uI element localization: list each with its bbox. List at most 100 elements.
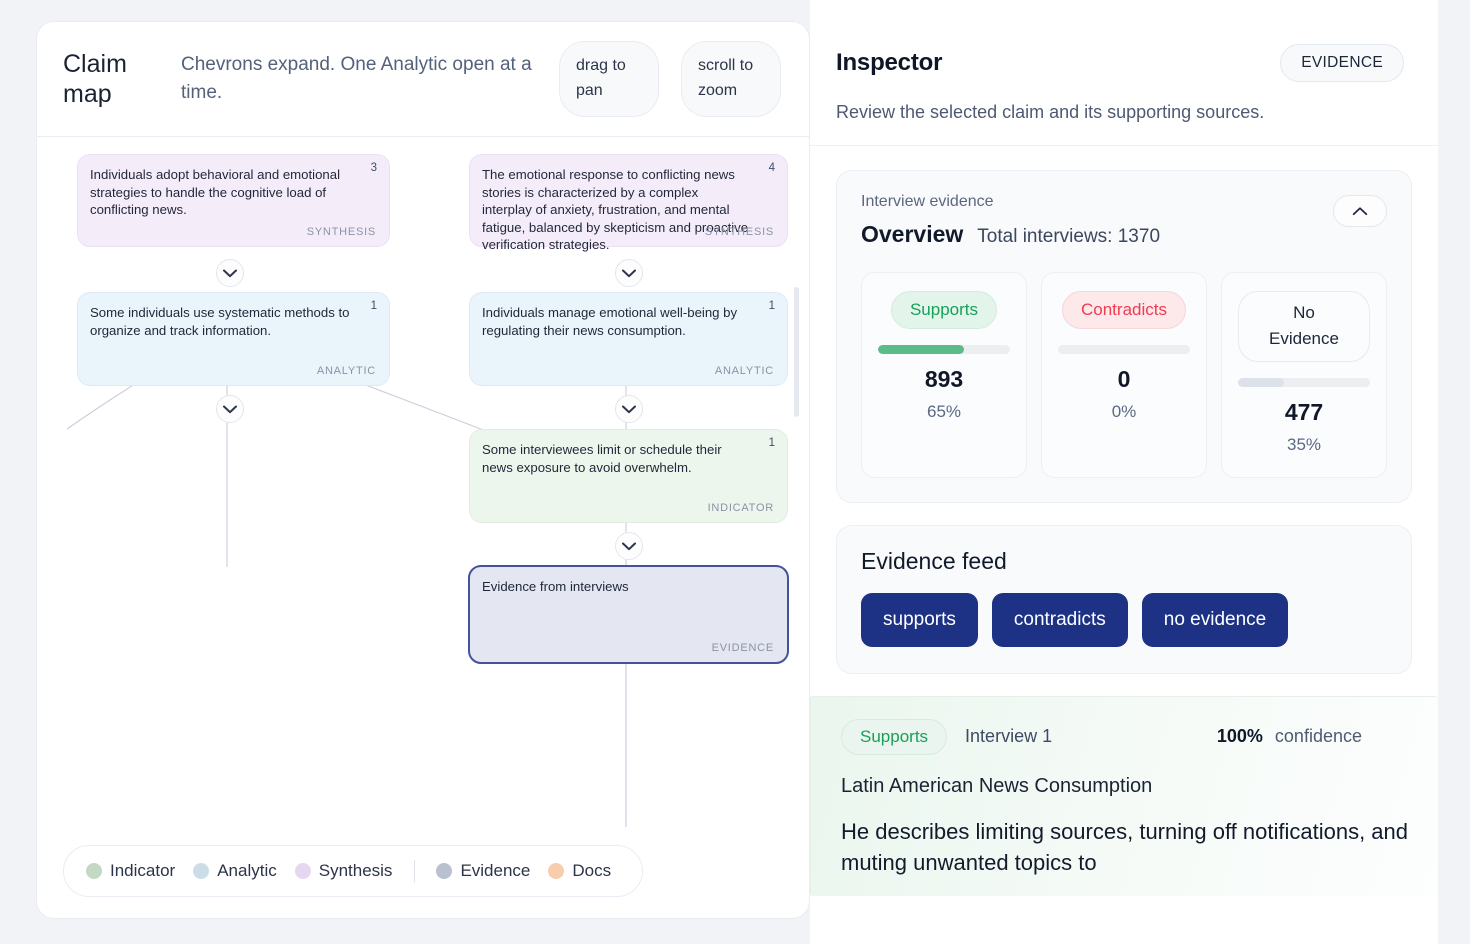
legend-divider (414, 860, 416, 882)
confidence-label: confidence (1274, 726, 1362, 747)
inspector-type-chip[interactable]: EVIDENCE (1280, 44, 1404, 82)
evidence-feed-filters: supports contradicts no evidence (861, 592, 1387, 647)
evidence-swatch-icon (436, 863, 453, 879)
total-interviews-label: Total interviews: 1370 (977, 226, 1161, 247)
synthesis-swatch-icon (294, 863, 311, 879)
map-subtitle: Chevrons expand. One Analytic open at a … (181, 54, 532, 103)
claim-map-header: Claim map Chevrons expand. One Analytic … (37, 22, 809, 137)
claim-node-text: Individuals manage emotional well-being … (482, 305, 738, 338)
overview-eyebrow: Interview evidence (861, 193, 994, 210)
claim-node-count-badge: 1 (370, 300, 377, 312)
chevron-down-icon (223, 269, 237, 277)
legend-item-synthesis: Synthesis (294, 861, 393, 881)
chevron-down-icon (223, 405, 237, 413)
evidence-confidence: 100% confidence (1217, 726, 1414, 747)
claim-node-kind-label: ANALYTIC (714, 365, 774, 377)
map-canvas[interactable]: Individuals adopt behavioral and emotion… (37, 137, 809, 918)
overview-collapse-button[interactable] (1333, 195, 1387, 227)
claim-node-text: Some interviewees limit or schedule thei… (482, 442, 722, 475)
docs-swatch-icon (548, 863, 565, 879)
claim-node-evidence-selected[interactable]: Evidence from interviews EVIDENCE (468, 565, 789, 664)
no-evidence-percent: 35% (1286, 434, 1322, 454)
supports-percent: 65% (926, 402, 962, 421)
chevron-down-icon (622, 269, 636, 277)
map-edges (66, 321, 628, 827)
claim-node-kind-label: SYNTHESIS (306, 226, 376, 238)
claim-node-count-badge: 3 (370, 162, 377, 174)
stat-card-no-evidence: No Evidence 477 35% (1221, 272, 1387, 478)
evidence-feed-item[interactable]: Supports Interview 1 100% confidence Lat… (810, 695, 1438, 897)
map-vertical-scrollbar[interactable] (794, 287, 799, 417)
chevron-down-icon (622, 405, 636, 413)
claim-node-analytic-2[interactable]: Individuals manage emotional well-being … (469, 292, 788, 386)
legend-item-evidence: Evidence (436, 861, 530, 881)
chevron-up-icon (1352, 207, 1368, 216)
filter-contradicts-button[interactable]: contradicts (991, 592, 1128, 647)
status-badge-no-evidence: No Evidence (1238, 291, 1370, 362)
claim-node-synthesis-1[interactable]: Individuals adopt behavioral and emotion… (77, 154, 390, 247)
claim-node-kind-label: EVIDENCE (711, 642, 774, 654)
claim-node-kind-label: INDICATOR (707, 502, 774, 514)
filter-no-evidence-button[interactable]: no evidence (1141, 592, 1289, 647)
legend-label: Evidence (460, 861, 531, 880)
supports-count: 893 (924, 366, 964, 392)
map-legend: Indicator Analytic Synthesis Evidence (63, 845, 644, 897)
legend-label: Synthesis (318, 861, 393, 880)
evidence-feed-heading: Evidence feed (861, 547, 1007, 574)
contradicts-count: 0 (1117, 366, 1131, 392)
claim-node-analytic-1[interactable]: Some individuals use systematic methods … (77, 292, 390, 386)
expand-chevron-5[interactable] (615, 532, 643, 560)
no-evidence-progress-bar (1238, 377, 1370, 387)
stat-card-contradicts: Contradicts 0 0% (1041, 272, 1207, 478)
hint-scroll-to-zoom: scroll to zoom (681, 41, 781, 117)
claim-node-kind-label: SYNTHESIS (704, 226, 774, 238)
legend-label: Docs (572, 861, 612, 880)
inspector-title: Inspector (836, 49, 943, 76)
overview-heading: Overview (861, 221, 964, 247)
supports-progress-bar (878, 345, 1010, 354)
evidence-source-label: Interview 1 (965, 726, 1053, 747)
claim-node-kind-label: ANALYTIC (316, 365, 376, 377)
inspector-header: Inspector EVIDENCE Review the selected c… (810, 0, 1438, 146)
evidence-feed-panel: Evidence feed supports contradicts no ev… (836, 524, 1412, 674)
legend-label: Analytic (217, 861, 277, 880)
claim-node-text: Individuals adopt behavioral and emotion… (90, 167, 341, 218)
legend-item-docs: Docs (548, 861, 611, 881)
confidence-value: 100% (1216, 726, 1263, 747)
claim-node-count-badge: 1 (768, 300, 775, 312)
claim-node-text: Evidence from interviews (482, 579, 629, 594)
claim-node-synthesis-2[interactable]: The emotional response to conflicting ne… (469, 154, 788, 252)
page-title: Claim map (63, 49, 127, 109)
overview-panel: Interview evidence Overview Total interv… (836, 170, 1412, 503)
inspector-title-row: Inspector EVIDENCE (836, 44, 1404, 82)
claim-map-card: Claim map Chevrons expand. One Analytic … (36, 21, 810, 919)
indicator-swatch-icon (86, 863, 102, 879)
filter-supports-button[interactable]: supports (861, 592, 978, 647)
inspector-panel: Inspector EVIDENCE Review the selected c… (810, 0, 1438, 944)
contradicts-percent: 0% (1111, 402, 1137, 421)
overview-stats: Supports 893 65% Contradicts 0 0% No Evi… (861, 272, 1387, 478)
status-badge-supports: Supports (890, 291, 998, 329)
overview-heading-row: Overview Total interviews: 1370 (861, 221, 1387, 248)
expand-chevron-1[interactable] (216, 259, 244, 287)
inspector-body: Interview evidence Overview Total interv… (810, 146, 1438, 897)
contradicts-progress-bar (1058, 345, 1190, 354)
evidence-item-body: He describes limiting sources, turning o… (841, 818, 1408, 875)
inspector-subtitle: Review the selected claim and its suppor… (836, 102, 1265, 122)
expand-chevron-4[interactable] (615, 395, 643, 423)
claim-node-count-badge: 4 (768, 162, 775, 174)
claim-node-text: The emotional response to conflicting ne… (482, 167, 749, 253)
evidence-item-title: Latin American News Consumption (841, 774, 1153, 797)
hint-drag-to-pan: drag to pan (559, 41, 659, 117)
legend-item-analytic: Analytic (193, 861, 277, 881)
claim-node-count-badge: 1 (768, 437, 775, 449)
claim-node-indicator-1[interactable]: Some interviewees limit or schedule thei… (469, 429, 788, 523)
no-evidence-count: 477 (1284, 398, 1324, 425)
expand-chevron-2[interactable] (615, 259, 643, 287)
claim-node-text: Some individuals use systematic methods … (90, 305, 350, 338)
legend-label: Indicator (110, 861, 176, 880)
chevron-down-icon (622, 542, 636, 550)
legend-item-indicator: Indicator (86, 861, 175, 881)
expand-chevron-3[interactable] (216, 395, 244, 423)
